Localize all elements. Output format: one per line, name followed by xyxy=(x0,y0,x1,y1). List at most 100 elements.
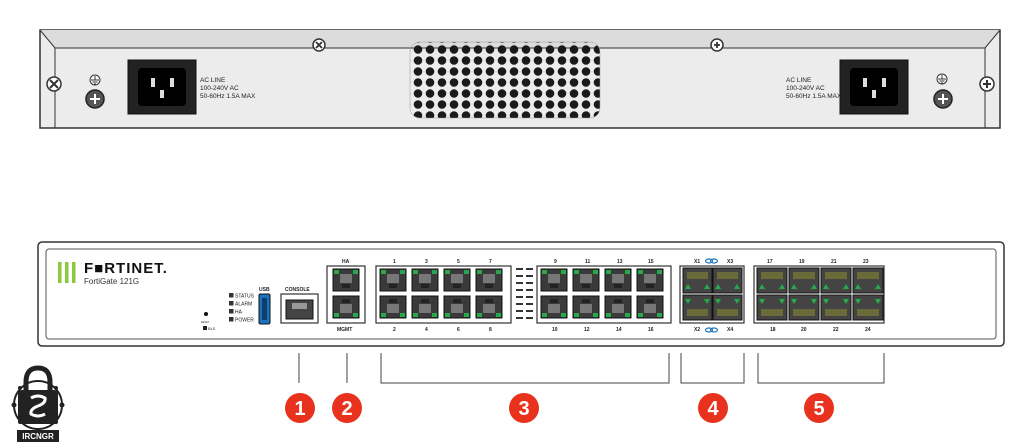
mgmt-port xyxy=(332,295,360,319)
svg-text:12: 12 xyxy=(584,327,590,333)
link-bottom-icon xyxy=(704,327,719,333)
divider-dash xyxy=(526,296,533,298)
ground-left-icon xyxy=(85,74,105,109)
rj45-port-bottom-a-1 xyxy=(411,295,439,319)
divider-dash xyxy=(516,275,523,277)
divider-dash xyxy=(516,289,523,291)
svg-text:8: 8 xyxy=(489,327,492,333)
status-leds: STATUS ALARM HA POWER xyxy=(229,293,255,324)
vent-grille xyxy=(409,41,601,119)
rj45-port-top-a-3 xyxy=(475,268,503,292)
sfp-numbers-top: 17 19 21 23 xyxy=(767,259,869,265)
logo-text: IRCNGR xyxy=(22,432,54,441)
divider-dash xyxy=(516,317,523,319)
sfp-port-top-0 xyxy=(756,267,788,294)
callout-5: 5 xyxy=(804,393,834,423)
svg-text:18: 18 xyxy=(770,327,776,333)
divider-dash xyxy=(526,289,533,291)
svg-text:7: 7 xyxy=(489,259,492,265)
svg-text:19: 19 xyxy=(799,259,805,265)
divider-dash xyxy=(526,275,533,277)
svg-text:HA: HA xyxy=(235,310,243,316)
svg-text:1: 1 xyxy=(294,398,305,420)
sfp-plus-port-x1 xyxy=(682,267,713,294)
top-screw-right-icon xyxy=(710,38,724,52)
rj45-port-bottom-b-1 xyxy=(572,295,600,319)
callout-1: 1 xyxy=(285,393,315,423)
ble-label: BLE xyxy=(208,326,216,331)
svg-text:STATUS: STATUS xyxy=(235,294,255,300)
sfp-plus-x3-label: X3 xyxy=(727,259,733,265)
svg-text:17: 17 xyxy=(767,259,773,265)
brand-stripes-icon xyxy=(58,262,76,283)
sfp-plus-port-x3 xyxy=(712,267,743,294)
reset-button xyxy=(204,312,208,316)
svg-text:14: 14 xyxy=(616,327,622,333)
usb-label: USB xyxy=(259,287,270,293)
sfp-port-top-1 xyxy=(788,267,820,294)
svg-text:4: 4 xyxy=(425,327,428,333)
sfp-plus-port-x4 xyxy=(712,294,743,321)
svg-text:2: 2 xyxy=(393,327,396,333)
reset-label: RESET xyxy=(201,321,210,324)
mgmt-label: MGMT xyxy=(337,327,352,333)
brand-logo: F■RTINET. xyxy=(84,260,168,277)
rj45-port-top-b-3 xyxy=(636,268,664,292)
svg-text:24: 24 xyxy=(865,327,871,333)
callout-2: 2 xyxy=(332,393,362,423)
callout-3: 3 xyxy=(509,393,539,423)
rj45-port-top-a-0 xyxy=(379,268,407,292)
svg-text:16: 16 xyxy=(648,327,654,333)
ear-screw-left-icon xyxy=(46,76,62,92)
generated-ports xyxy=(332,267,884,321)
svg-text:11: 11 xyxy=(585,259,591,265)
ble-indicator xyxy=(203,326,207,330)
svg-text:20: 20 xyxy=(801,327,807,333)
divider-dash xyxy=(516,282,523,284)
svg-text:6: 6 xyxy=(457,327,460,333)
power-label-left: AC LINE 100-240V AC 50-60Hz 1.5A MAX xyxy=(200,77,256,100)
sfp-port-bottom-1 xyxy=(788,294,820,321)
port-numbers-bottom-a: 2 4 6 8 xyxy=(393,327,492,333)
divider-dash xyxy=(526,282,533,284)
rj45-port-top-b-1 xyxy=(572,268,600,292)
sfp-numbers-bottom: 18 20 22 24 xyxy=(770,327,871,333)
top-screw-left-icon xyxy=(312,38,326,52)
port-numbers-top-a: 1 3 5 7 xyxy=(393,259,492,265)
svg-text:4: 4 xyxy=(707,398,719,420)
ground-right-icon xyxy=(933,73,953,109)
ha-label: HA xyxy=(342,259,350,265)
model-name: FortiGate 121G xyxy=(84,277,139,286)
console-port xyxy=(280,293,319,324)
power-inlet-right xyxy=(839,59,909,115)
port-numbers-top-b: 9 11 13 15 xyxy=(554,259,654,265)
svg-text:POWER: POWER xyxy=(235,318,254,324)
rj45-port-bottom-a-3 xyxy=(475,295,503,319)
port-numbers-bottom-b: 10 12 14 16 xyxy=(552,327,654,333)
svg-text:9: 9 xyxy=(554,259,557,265)
svg-text:5: 5 xyxy=(457,259,460,265)
power-label-right: AC LINE 100-240V AC 50-60Hz 1.5A MAX xyxy=(786,77,842,100)
svg-text:2: 2 xyxy=(341,398,352,420)
divider-dash xyxy=(526,310,533,312)
sfp-port-bottom-3 xyxy=(852,294,884,321)
svg-text:13: 13 xyxy=(617,259,623,265)
sfp-port-bottom-2 xyxy=(820,294,852,321)
sfp-plus-x2-label: X2 xyxy=(694,327,700,333)
svg-text:3: 3 xyxy=(518,398,529,420)
sfp-plus-port-x2 xyxy=(682,294,713,321)
rj45-port-top-a-2 xyxy=(443,268,471,292)
sfp-port-bottom-0 xyxy=(756,294,788,321)
rj45-port-top-b-0 xyxy=(540,268,568,292)
ha-port xyxy=(332,268,360,292)
divider-dash xyxy=(526,317,533,319)
link-top-icon xyxy=(704,258,719,264)
rj45-port-bottom-a-2 xyxy=(443,295,471,319)
rear-panel: AC LINE 100-240V AC 50-60Hz 1.5A MAX AC … xyxy=(39,29,1001,129)
ear-screw-right-icon xyxy=(979,76,995,92)
divider-dash xyxy=(516,310,523,312)
sfp-plus-x1-label: X1 xyxy=(694,259,700,265)
svg-text:22: 22 xyxy=(833,327,839,333)
svg-text:15: 15 xyxy=(648,259,654,265)
